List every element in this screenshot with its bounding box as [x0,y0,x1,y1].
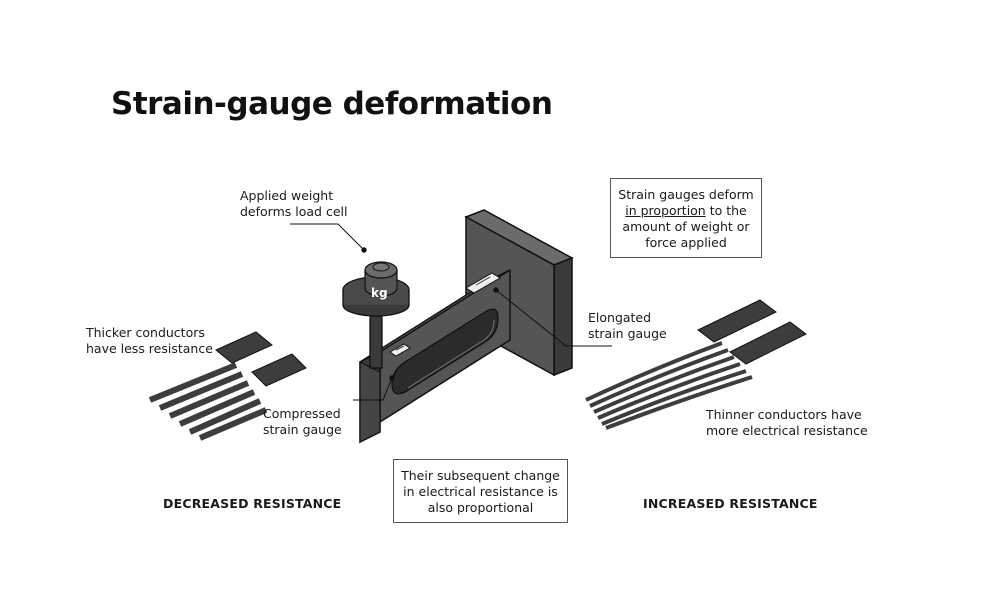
proportion-note-box: Strain gauges deform in proportion to th… [610,178,762,258]
weight-kg-marking: kg [371,286,388,300]
resistance-change-note-box: Their subsequent change in electrical re… [393,459,568,523]
elongated-gauge-diagram [585,299,807,430]
leader-lines [290,223,612,401]
load-cell-beam [359,268,511,444]
thicker-conductors-label: Thicker conductors have less resistance [86,325,213,356]
beam-strain-gauges [389,272,501,357]
compressed-gauge-diagram [148,331,307,441]
page-title: Strain-gauge deformation [111,86,553,122]
applied-weight-label: Applied weight deforms load cell [240,188,348,219]
thinner-conductors-label: Thinner conductors have more electrical … [706,407,868,438]
proportion-line-2: in proportion to the [625,203,747,218]
compressed-gauge-label: Compressed strain gauge [263,406,342,437]
increased-resistance-heading: INCREASED RESISTANCE [643,496,818,511]
decreased-resistance-heading: DECREASED RESISTANCE [163,496,342,511]
elongated-gauge-label: Elongated strain gauge [588,310,667,341]
weight-assembly: kg [342,261,410,369]
